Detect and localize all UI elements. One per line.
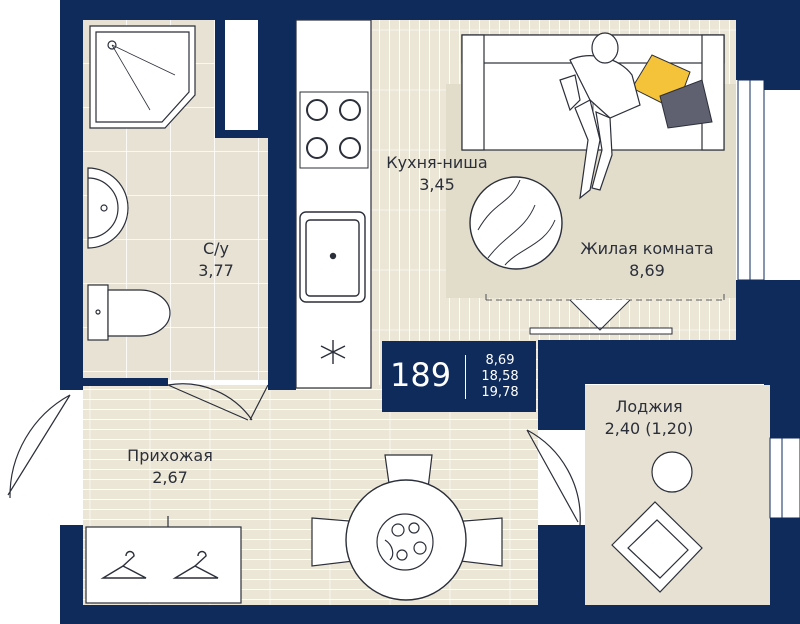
room-label-loggia: Лоджия 2,40 (1,20): [604, 397, 694, 438]
kitchen-counter: [295, 19, 372, 389]
toilet-icon: [87, 284, 171, 341]
badge-total-area: 18,58: [481, 369, 519, 384]
door-icon: [7, 383, 581, 527]
badge-total-with-loggia: 19,78: [481, 385, 519, 400]
room-label-bathroom: С/у 3,77: [198, 239, 234, 280]
room-label-hallway: Прихожая 2,67: [127, 446, 213, 487]
armchair-icon: [611, 501, 703, 593]
wardrobe: [85, 526, 242, 604]
sink-icon: [87, 167, 129, 249]
kitchen-sink-icon: [299, 211, 366, 303]
room-label-living: Жилая комната 8,69: [580, 239, 714, 280]
room-label-kitchen: Кухня-ниша 3,45: [386, 153, 488, 194]
badge-living-area: 8,69: [485, 353, 515, 368]
rug-outline: [485, 292, 725, 301]
shower-tray-icon: [89, 25, 196, 129]
apartment-number: 189: [390, 356, 452, 394]
hanger-icon: [100, 550, 219, 579]
person-icon: [559, 32, 641, 200]
badge-areas: 8,69 18,58 19,78: [468, 353, 532, 401]
fridge-snowflake-icon: [320, 340, 346, 364]
apartment-badge: 189 8,69 18,58 19,78: [382, 341, 536, 412]
plate-icon: [376, 513, 434, 571]
badge-divider: [465, 355, 466, 399]
living-tv-shelf: [529, 299, 673, 335]
windows: [225, 20, 800, 624]
pillow-icon-gray: [659, 79, 713, 129]
round-table-icon: [469, 176, 563, 270]
stove-icon: [299, 91, 369, 169]
loggia-table: [651, 451, 693, 493]
